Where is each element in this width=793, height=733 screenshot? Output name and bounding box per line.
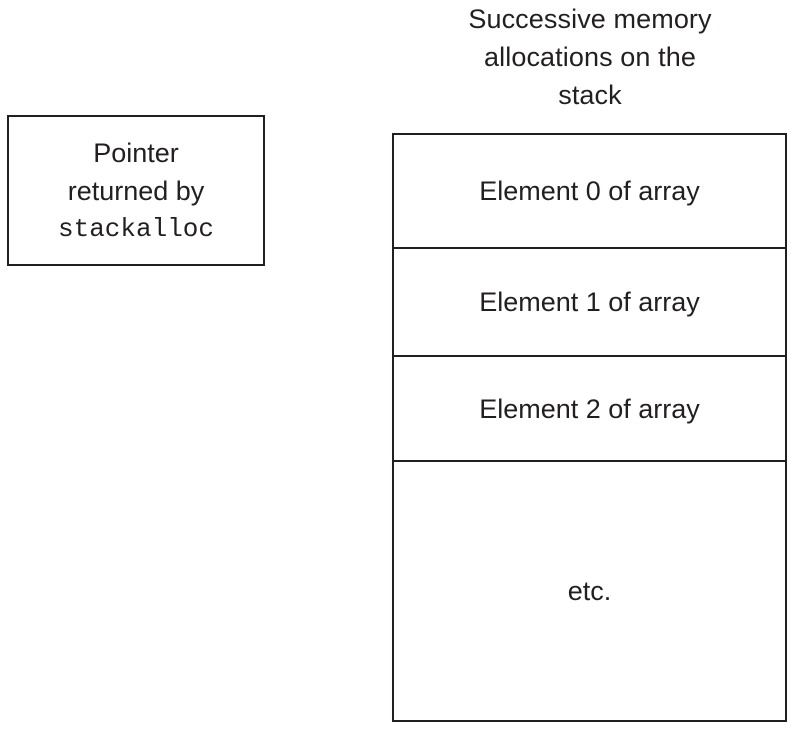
stack-cell-element-2: Element 2 of array (394, 355, 785, 460)
pointer-box-line-1: Pointer (93, 137, 179, 168)
stack-title-line-1: Successive memory (468, 4, 712, 34)
stack-cell-element-0: Element 0 of array (394, 135, 785, 247)
stack-title-line-3: stack (558, 80, 622, 110)
stack-cell-etc: etc. (394, 460, 785, 720)
stack-memory-column: Element 0 of array Element 1 of array El… (392, 133, 787, 722)
pointer-box-line-2: returned by (67, 175, 205, 206)
stack-cell-label: Element 1 of array (479, 287, 700, 317)
stack-cell-label: Element 0 of array (479, 176, 700, 206)
stack-cell-label: Element 2 of array (479, 393, 700, 424)
stack-cell-label: etc. (567, 576, 612, 606)
stack-title-line-2: allocations on the (484, 42, 696, 72)
pointer-box: Pointer returned by stackalloc (7, 115, 265, 266)
pointer-box-code-stackalloc: stackalloc (57, 213, 215, 244)
stack-cell-element-1: Element 1 of array (394, 247, 785, 355)
stack-column-title: Successive memory allocations on the sta… (392, 0, 788, 114)
